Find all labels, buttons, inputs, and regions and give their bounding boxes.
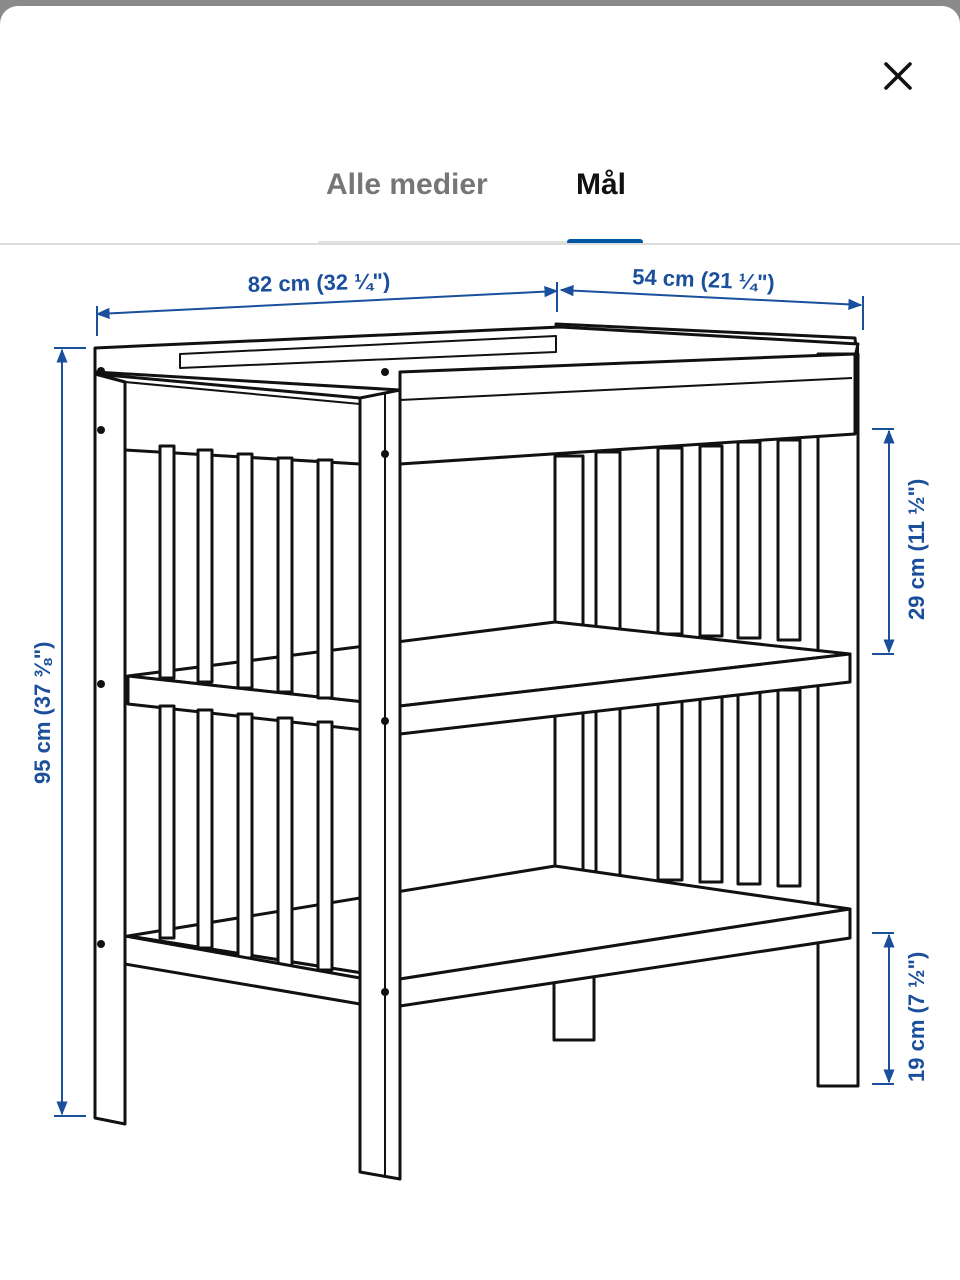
dimension-width-label: 82 cm (32 ¼") <box>247 268 390 297</box>
tab-dimensions[interactable]: Mål <box>576 168 627 201</box>
dimension-height-label: 95 cm (37 ⅜") <box>30 641 55 784</box>
tab-underline <box>318 241 642 244</box>
screw-holes <box>97 367 389 996</box>
close-icon <box>884 62 912 90</box>
dimension-lines <box>54 282 895 1117</box>
dimension-floor-clearance-label: 19 cm (7 ½") <box>904 952 929 1082</box>
header-divider <box>0 243 960 245</box>
dimension-depth-label: 54 cm (21 ¼") <box>632 264 775 295</box>
close-button[interactable] <box>872 50 924 102</box>
tab-all-media[interactable]: Alle medier <box>326 168 488 201</box>
media-tabs: Alle medier Mål <box>0 156 960 246</box>
dimension-shelf-spacing-label: 29 cm (11 ½") <box>904 479 929 620</box>
changing-table-illustration <box>93 322 860 1181</box>
tab-active-indicator <box>567 239 643 245</box>
